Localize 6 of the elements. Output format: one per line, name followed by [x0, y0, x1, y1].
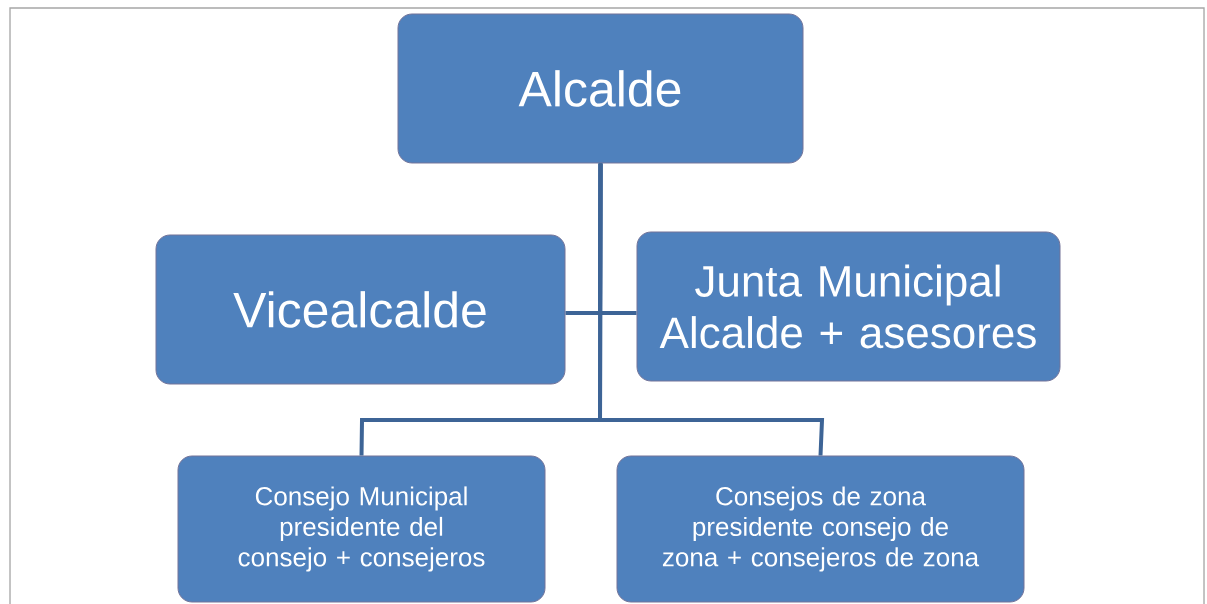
org-box: Alcalde [397, 13, 804, 164]
org-box: Junta Municipal Alcalde + asesores [636, 231, 1061, 382]
org-box: Consejos de zona presidente consejo de zona + consejeros de zona [616, 455, 1025, 603]
org-box: Consejo Municipal presidente del consejo + consejeros [177, 455, 546, 603]
org-box: Vicealcalde [155, 234, 566, 385]
connector-line [598, 163, 825, 456]
